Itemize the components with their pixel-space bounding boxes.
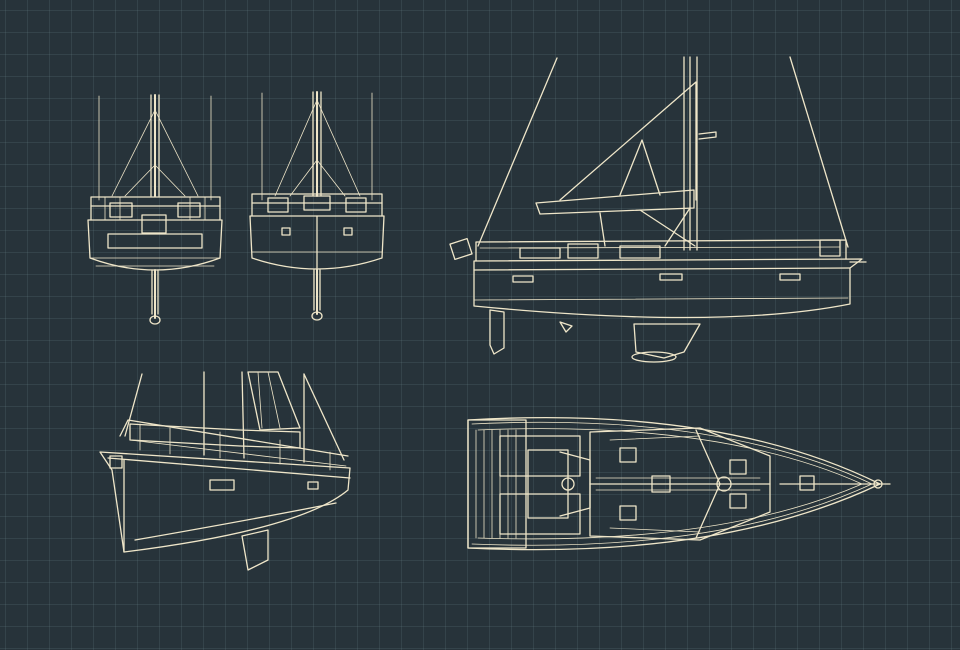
deck-plan: [467, 416, 891, 551]
side-profile: [449, 56, 867, 363]
stern-view-right: [249, 91, 385, 321]
perspective-view: [99, 371, 351, 571]
stern-view-left: [87, 94, 223, 325]
